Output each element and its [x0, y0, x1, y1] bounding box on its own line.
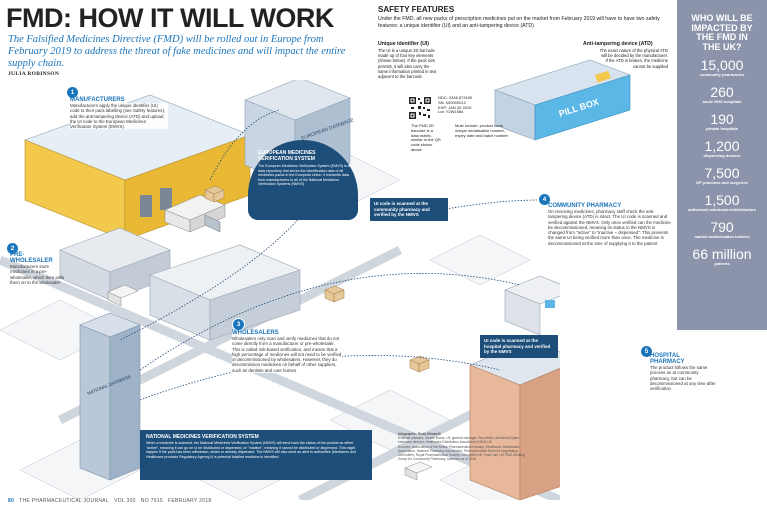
journal-name: THE PHARMACEUTICAL JOURNAL: [19, 498, 110, 504]
credits-references: Sources: Association of the British Phar…: [398, 444, 525, 462]
barcode-line-exp: EXP: JAN 30 2019: [438, 104, 472, 110]
stat-value: 1,500: [704, 192, 740, 208]
atd-text: The exact nature of the physical ATD wil…: [599, 48, 668, 69]
safety-heading: SAFETY FEATURES: [378, 5, 455, 14]
page-footer: 80 THE PHARMACEUTICAL JOURNAL VOL 300 NO…: [8, 498, 212, 504]
credits-infographic: Infographic: Rudy Mirabelli: [398, 432, 441, 436]
national-database-building: NATIONAL DATABASE: [79, 312, 141, 481]
emvs-callout: EUROPEAN MEDICINES VERIFICATION SYSTEM T…: [248, 140, 358, 220]
manufacturers-text: Manufacturers apply the unique identifie…: [70, 103, 168, 130]
prewholesaler-callout: PRE-WHOLESALER Manufacturers store medic…: [10, 252, 65, 285]
nmvs-text: When a medicine is scanned, the National…: [146, 441, 357, 459]
stat-label: dispensing doctors: [703, 153, 741, 158]
van-3: [404, 461, 433, 481]
prewholesaler-text: Manufacturers store medicines in a pre-w…: [10, 264, 65, 285]
hospital-text: The product follows the same process as …: [650, 365, 716, 392]
stat-label: private hospitals: [706, 126, 738, 131]
emvs-text: The European Medicines Verification Syst…: [258, 164, 350, 186]
stat-label: authorised wholesalers/distributors: [688, 207, 756, 212]
uid-text: The UI is a unique 2D barcode made up of…: [378, 48, 437, 80]
wholesalers-heading: WHOLESALERS: [232, 330, 279, 336]
scan-hospital-label: UI code is scanned at the hospital pharm…: [480, 335, 558, 358]
nmvs-callout: NATIONAL MEDICINES VERIFICATION SYSTEM W…: [140, 430, 372, 480]
step-2-badge: 2: [6, 242, 19, 255]
stat-value: 1,200: [704, 138, 740, 154]
sidebar-heading: WHO WILL BE IMPACTED BY THE FMD IN THE U…: [691, 13, 753, 52]
barcode-must-include: Must include: product code, unique seria…: [455, 123, 508, 138]
stat-value: 15,000: [700, 57, 744, 73]
hospital-building: [469, 339, 560, 500]
stat-label: community pharmacies: [699, 72, 745, 77]
community-text: On receiving medicines, pharmacy staff c…: [548, 209, 671, 246]
barcode-line-sn: SN: 000000012: [438, 99, 466, 105]
safety-text: Under the FMD, all new packs of prescrip…: [378, 16, 660, 29]
manufacturers-callout: MANUFACTURERS Manufacturers apply the un…: [70, 97, 168, 130]
credits-sources: External advisers: Jennie Burns, UK gene…: [398, 436, 520, 445]
wholesalers-callout: WHOLESALERS Wholesalers only scan and ve…: [232, 330, 342, 374]
stat-value: 66 million: [692, 246, 752, 262]
nmvs-heading: NATIONAL MEDICINES VERIFICATION SYSTEM: [146, 434, 259, 440]
manufacturers-heading: MANUFACTURERS: [70, 97, 125, 103]
wholesalers-text: Wholesalers only scan and verify medicin…: [232, 336, 342, 373]
prewholesaler-heading: PRE-WHOLESALER: [10, 252, 53, 264]
step-4-badge: 4: [538, 193, 551, 206]
atd-heading: Anti-tampering device (ATD): [583, 41, 653, 47]
issue-number: NO 7915: [140, 498, 163, 504]
stat-value: 7,500: [704, 165, 740, 181]
intro-text: The Falsified Medicines Directive (FMD) …: [8, 34, 346, 69]
manufacturer-warehouse: [24, 94, 251, 241]
community-callout: COMMUNITY PHARMACY On receiving medicine…: [548, 203, 673, 246]
community-pharmacy-building: [504, 275, 560, 336]
barcode-line-ndc: NDC: 0346 873190: [438, 95, 473, 100]
delivery-truck: [164, 194, 226, 233]
stat-value: 190: [710, 111, 734, 127]
pill-box-graphic: PILL BOX: [494, 59, 631, 141]
emvs-heading: EUROPEAN MEDICINES VERIFICATION SYSTEM: [258, 150, 316, 162]
stat-label: patients: [714, 261, 730, 266]
stat-value: 790: [710, 219, 734, 235]
hospital-callout: HOSPITAL PHARMACY The product follows th…: [650, 353, 716, 391]
step-1-badge: 1: [66, 86, 79, 99]
qr-code-icon: [408, 96, 432, 120]
credits: Infographic: Rudy Mirabelli External adv…: [398, 432, 528, 461]
stat-label: GP practices and surgeries: [696, 180, 748, 185]
barcode-line-lot: Lot: Y2W1584: [438, 109, 464, 115]
byline: JULIA ROBINSON: [8, 71, 60, 77]
uid-heading: Unique identifier (UI): [378, 41, 430, 47]
stat-value: 260: [710, 84, 734, 100]
van-1: [107, 284, 139, 307]
medicine-boxes: [204, 185, 430, 373]
barcode-note: The FMD 2D barcode is a data matrix, sim…: [411, 123, 441, 152]
wholesaler-building: [149, 244, 301, 341]
hospital-heading: HOSPITAL PHARMACY: [650, 353, 685, 365]
scan-community-label: UI code is scanned at the community phar…: [370, 198, 448, 221]
page-number: 80: [8, 498, 15, 504]
step-5-badge: 5: [640, 345, 653, 358]
community-heading: COMMUNITY PHARMACY: [548, 203, 622, 209]
stat-label: market authorisation holders: [694, 234, 750, 239]
issue-date: FEBRUARY 2018: [168, 498, 212, 504]
volume: VOL 300: [114, 498, 136, 504]
page-title: FMD: HOW IT WILL WORK: [6, 3, 334, 33]
stat-label: acute NHS hospitals: [702, 99, 742, 104]
impact-sidebar: WHO WILL BE IMPACTED BY THE FMD IN THE U…: [677, 0, 767, 330]
barcode-data: NDC: 0346 873190 SN: 000000012 EXP: JAN …: [438, 95, 473, 115]
